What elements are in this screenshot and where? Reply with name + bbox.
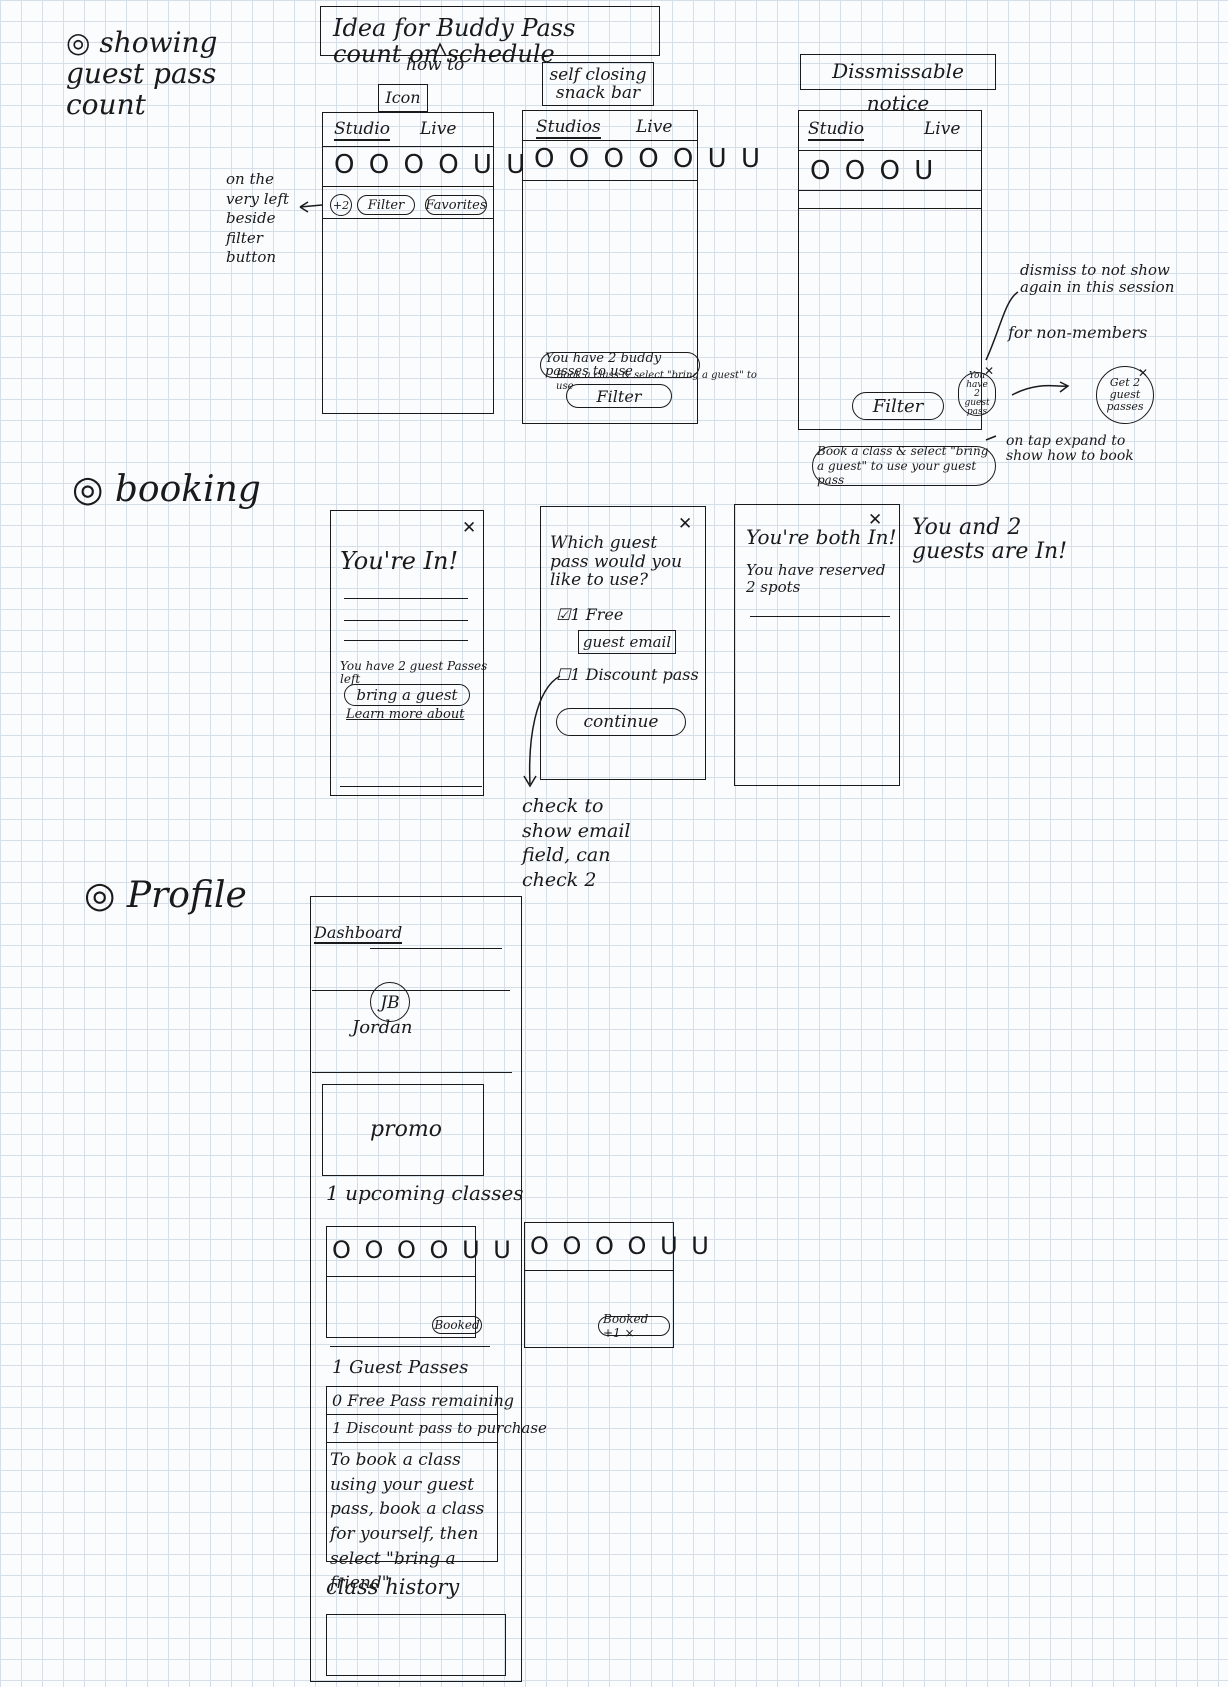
snackbar-label: self closing snack bar xyxy=(542,62,654,106)
close-icon[interactable]: ✕ xyxy=(984,364,995,378)
guest-pass-select-modal xyxy=(540,506,706,780)
expanded-guest-pass-badge[interactable]: Get 2 guest passes xyxy=(1096,366,1154,424)
both-in-heading: You're both In! xyxy=(746,525,897,549)
guest-pass-howto: To book a class using your guest pass, b… xyxy=(330,1450,485,1594)
idea-title: Idea for Buddy Pass count on schedule xyxy=(320,6,660,68)
guest-passes-heading: 1 Guest Passes xyxy=(332,1357,469,1378)
booking-heading: You're In! xyxy=(340,547,459,575)
dashboard-link[interactable]: Dashboard xyxy=(314,923,403,944)
how-to-book-tooltip: Book a class & select "bring a guest" to… xyxy=(812,444,996,487)
upcoming-classes-heading: 1 upcoming classes xyxy=(326,1181,524,1205)
nonmember-note: for non-members xyxy=(1008,323,1148,342)
close-icon[interactable]: ✕ xyxy=(678,514,693,534)
checked-checkbox-icon[interactable]: ☑ xyxy=(556,605,571,624)
continue-button[interactable]: continue xyxy=(556,708,686,736)
avatar[interactable]: JB xyxy=(370,982,410,1022)
guest-passes-left: You have 2 guest Passes left xyxy=(340,659,488,687)
class-history-card[interactable] xyxy=(326,1614,506,1676)
booking-confirmation-modal xyxy=(330,510,484,796)
tab-studio[interactable]: Studio xyxy=(808,119,864,141)
phone-dismissable-variant xyxy=(798,110,982,430)
class-thumbnails: O O O O U U xyxy=(530,1232,712,1260)
phone-icon-variant xyxy=(322,112,494,414)
class-thumbnails: O O O O O U U xyxy=(534,144,763,174)
class-history-heading: class history xyxy=(326,1575,460,1599)
arrow-to-badge xyxy=(299,204,323,208)
filter-button[interactable]: Filter xyxy=(852,392,944,420)
bullet-icon: ◎ xyxy=(66,26,100,59)
arrow-to-tap-note xyxy=(985,435,997,441)
free-pass-remaining: 0 Free Pass remaining xyxy=(332,1391,515,1410)
snackbar-subtext: Book a class & select "bring a guest" to… xyxy=(556,370,757,392)
guest-pass-question: Which guest pass would you like to use? xyxy=(550,533,683,591)
arrow-to-dismiss-note xyxy=(985,291,1019,361)
tab-studios[interactable]: Studios xyxy=(536,117,601,139)
icon-label: Icon xyxy=(378,84,428,112)
guest-pass-badge[interactable]: You have 2 guest pass xyxy=(958,371,996,416)
profile-page xyxy=(310,896,522,1682)
filter-button[interactable]: Filter xyxy=(566,384,672,408)
close-icon[interactable]: ✕ xyxy=(1138,366,1149,380)
arrow-to-expanded xyxy=(1011,384,1069,396)
tab-live[interactable]: Live xyxy=(420,119,457,139)
tab-live[interactable]: Live xyxy=(636,117,673,137)
caret-insert xyxy=(434,42,447,57)
class-thumbnails: O O O U xyxy=(810,156,937,186)
dismiss-note: dismiss to not show again in this sessio… xyxy=(1020,261,1175,296)
guest-email-field[interactable]: guest email xyxy=(578,630,676,654)
dismissable-label: Dissmissable notice xyxy=(800,54,996,115)
checkbox-icon[interactable]: ☐ xyxy=(556,665,571,684)
bullet-icon: ◎ xyxy=(84,875,127,916)
reserved-spots-text: You have reserved 2 spots xyxy=(746,561,886,596)
bullet-icon: ◎ xyxy=(72,469,115,510)
tab-studio[interactable]: Studio xyxy=(334,119,390,141)
class-thumbnails: O O O O U U xyxy=(334,150,529,180)
guest-passes-card xyxy=(326,1386,498,1562)
option-discount-pass[interactable]: ☐1 Discount pass xyxy=(556,665,699,684)
buddy-pass-snackbar: You have 2 buddy passes to use xyxy=(540,352,700,378)
filter-button[interactable]: Filter xyxy=(357,195,415,215)
both-in-modal xyxy=(734,504,900,786)
promo-card[interactable] xyxy=(322,1084,484,1176)
close-icon[interactable]: ✕ xyxy=(868,510,883,530)
phone-snackbar-variant xyxy=(522,110,698,424)
promo-label: promo xyxy=(370,1117,442,1142)
class-thumbnails: O O O O U U xyxy=(332,1236,514,1264)
group-in-note: You and 2 guests are In! xyxy=(912,515,1068,565)
badge-placement-note: on the very left beside filter button xyxy=(226,170,290,266)
discount-pass-purchase[interactable]: 1 Discount pass to purchase xyxy=(332,1419,547,1437)
tab-live[interactable]: Live xyxy=(924,119,961,139)
section-title-showing: ◎ showing guest pass count xyxy=(66,26,218,121)
learn-more-link[interactable]: Learn more about xyxy=(346,707,465,722)
tap-expand-note: on tap expand to show how to book xyxy=(1006,433,1134,465)
profile-name: Jordan xyxy=(352,1017,413,1038)
favorites-button[interactable]: Favorites xyxy=(425,195,487,215)
close-icon[interactable]: ✕ xyxy=(462,518,477,538)
upcoming-class-card[interactable] xyxy=(326,1226,476,1338)
guest-pass-count-badge[interactable]: +2 xyxy=(330,194,352,216)
alternate-class-card[interactable] xyxy=(524,1222,674,1348)
checkbox-note: check to show email field, can check 2 xyxy=(522,795,631,892)
bring-a-guest-button[interactable]: bring a guest xyxy=(344,684,470,706)
arrow-to-checkbox-note xyxy=(528,675,561,785)
section-title-profile: ◎ Profile xyxy=(84,875,247,916)
how-to-label: how to xyxy=(406,55,465,75)
booked-badge: Booked xyxy=(432,1316,482,1334)
section-title-booking: ◎ booking xyxy=(72,469,261,510)
option-free-pass[interactable]: ☑1 Free xyxy=(556,605,624,624)
